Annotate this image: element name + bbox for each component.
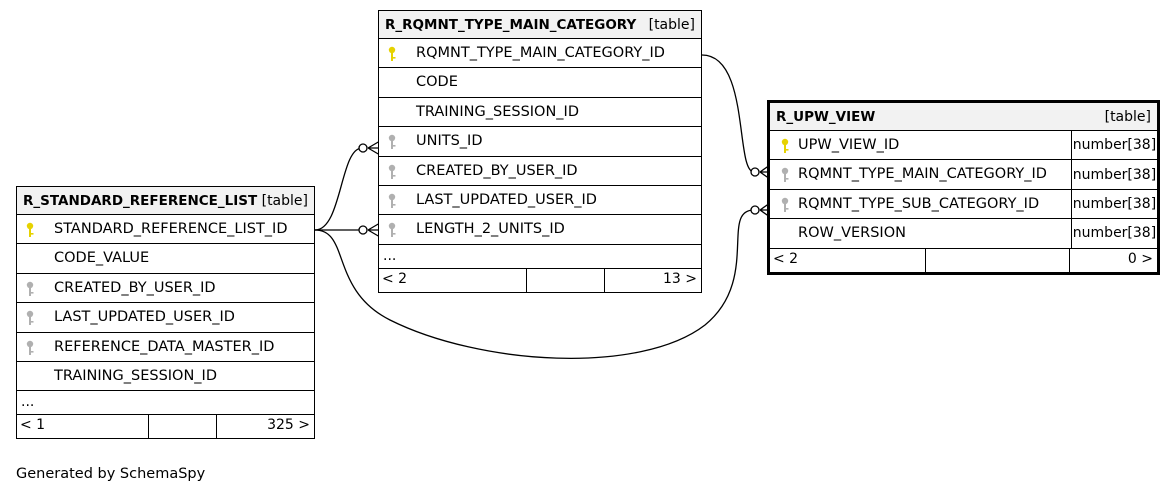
table-footer: < 2 0 > [770, 248, 1157, 272]
column-row[interactable]: UNITS_ID [379, 127, 701, 157]
more-columns: ... [17, 391, 314, 416]
table-name[interactable]: R_STANDARD_REFERENCE_LIST [23, 192, 258, 209]
relationship-edge [314, 147, 363, 231]
column-row[interactable]: RQMNT_TYPE_MAIN_CATEGORY_ID [379, 39, 701, 69]
optional-marker [750, 167, 760, 177]
column-name: RQMNT_TYPE_MAIN_CATEGORY_ID [416, 45, 665, 61]
parents-count[interactable]: < 1 [17, 415, 149, 439]
foreign-key-icon [387, 164, 397, 180]
foreign-key-icon [25, 310, 35, 326]
table-type: [table] [1104, 108, 1151, 125]
column-datatype: number[38] [1071, 219, 1157, 248]
table-footer: < 2 13 > [379, 268, 701, 292]
column-row[interactable]: CODE [379, 68, 701, 98]
optional-marker [358, 143, 368, 153]
table-name[interactable]: R_UPW_VIEW [776, 108, 876, 125]
column-name: CREATED_BY_USER_ID [54, 279, 216, 296]
column-name: UNITS_ID [416, 133, 483, 150]
children-count[interactable]: 13 > [663, 270, 697, 287]
column-datatype: number[38] [1071, 131, 1157, 160]
foreign-key-icon [387, 222, 397, 238]
column-name: RQMNT_TYPE_MAIN_CATEGORY_ID [798, 166, 1047, 183]
column-name: CODE_VALUE [54, 250, 150, 267]
generator-credit: Generated by SchemaSpy [16, 466, 206, 482]
primary-key-icon [780, 138, 790, 154]
table-standard-reference-list[interactable]: R_STANDARD_REFERENCE_LIST [table] STANDA… [16, 186, 315, 440]
column-row[interactable]: LENGTH_2_UNITS_ID [379, 215, 701, 245]
more-columns: ... [379, 245, 701, 269]
column-name: CODE [416, 74, 458, 91]
column-row[interactable]: LAST_UPDATED_USER_ID [379, 186, 701, 216]
column-name: REFERENCE_DATA_MASTER_ID [54, 338, 275, 355]
table-type: [table] [261, 192, 308, 209]
foreign-key-icon [25, 340, 35, 356]
children-count[interactable]: 0 > [1127, 250, 1153, 267]
column-name: CREATED_BY_USER_ID [416, 162, 578, 179]
column-row[interactable]: CODE_VALUE [17, 244, 314, 274]
relationship-edge [314, 209, 755, 359]
column-name: TRAINING_SESSION_ID [54, 367, 217, 384]
relationship-edge [701, 54, 755, 173]
children-count[interactable]: 325 > [267, 417, 310, 434]
table-upw-view[interactable]: R_UPW_VIEW [table] UPW_VIEW_ID number[38]… [767, 100, 1160, 275]
footer-spacer [527, 268, 605, 292]
column-name: ROW_VERSION [798, 225, 906, 242]
column-row[interactable]: TRAINING_SESSION_ID [379, 98, 701, 128]
table-header: R_UPW_VIEW [table] [770, 103, 1157, 131]
column-row[interactable]: ROW_VERSION number[38] [770, 219, 1157, 249]
optional-marker [358, 225, 368, 235]
column-name: UPW_VIEW_ID [798, 137, 900, 153]
foreign-key-icon [25, 281, 35, 297]
column-row[interactable]: RQMNT_TYPE_SUB_CATEGORY_ID number[38] [770, 189, 1157, 220]
column-datatype: number[38] [1071, 160, 1157, 189]
foreign-key-icon [780, 197, 790, 213]
column-row[interactable]: STANDARD_REFERENCE_LIST_ID [17, 215, 314, 245]
table-rqmnt-type-main-category[interactable]: R_RQMNT_TYPE_MAIN_CATEGORY [table] RQMNT… [378, 10, 702, 293]
column-row[interactable]: REFERENCE_DATA_MASTER_ID [17, 333, 314, 362]
column-row[interactable]: LAST_UPDATED_USER_ID [17, 303, 314, 333]
primary-key-icon [387, 46, 397, 62]
column-datatype: number[38] [1071, 189, 1157, 219]
table-type: [table] [648, 16, 695, 33]
optional-marker [750, 205, 760, 215]
footer-spacer [926, 248, 1070, 272]
table-footer: < 1 325 > [17, 415, 314, 439]
column-list: RQMNT_TYPE_MAIN_CATEGORY_ID CODE TRAINING_… [379, 39, 701, 245]
foreign-key-icon [780, 167, 790, 183]
column-row[interactable]: TRAINING_SESSION_ID [17, 362, 314, 392]
parents-count[interactable]: < 2 [379, 268, 527, 292]
column-name: TRAINING_SESSION_ID [416, 103, 579, 120]
column-row[interactable]: CREATED_BY_USER_ID [379, 157, 701, 186]
table-header: R_STANDARD_REFERENCE_LIST [table] [17, 187, 314, 215]
column-row[interactable]: CREATED_BY_USER_ID [17, 274, 314, 304]
column-row[interactable]: RQMNT_TYPE_MAIN_CATEGORY_ID number[38] [770, 160, 1157, 190]
column-list: STANDARD_REFERENCE_LIST_ID CODE_VALUE CREA… [17, 215, 314, 392]
footer-spacer [149, 415, 217, 439]
column-row[interactable]: UPW_VIEW_ID number[38] [770, 131, 1157, 161]
column-name: STANDARD_REFERENCE_LIST_ID [54, 221, 288, 237]
column-name: LAST_UPDATED_USER_ID [416, 191, 597, 208]
primary-key-icon [25, 222, 35, 238]
table-header: R_RQMNT_TYPE_MAIN_CATEGORY [table] [379, 11, 701, 39]
parents-count[interactable]: < 2 [770, 248, 926, 272]
column-name: LAST_UPDATED_USER_ID [54, 309, 235, 326]
column-name: LENGTH_2_UNITS_ID [416, 221, 565, 238]
foreign-key-icon [387, 134, 397, 150]
foreign-key-icon [387, 193, 397, 209]
table-name[interactable]: R_RQMNT_TYPE_MAIN_CATEGORY [385, 16, 637, 33]
column-name: RQMNT_TYPE_SUB_CATEGORY_ID [798, 195, 1040, 212]
